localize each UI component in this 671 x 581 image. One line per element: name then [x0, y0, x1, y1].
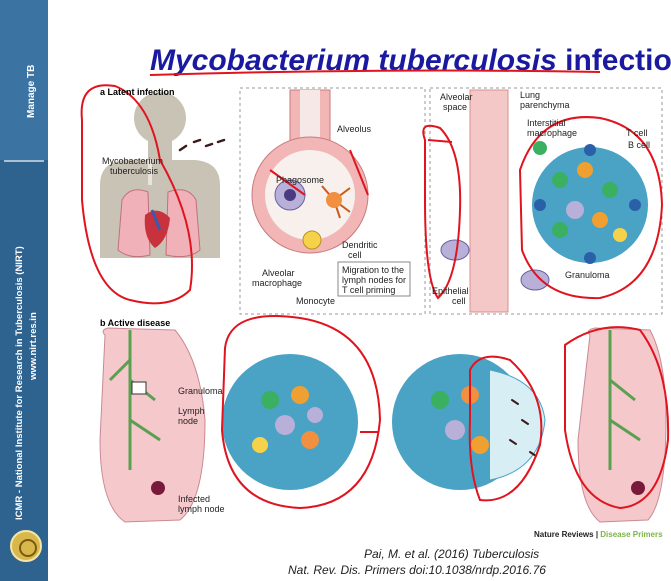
label-migration-line2: lymph nodes for	[342, 275, 406, 285]
label-epithelial-line1: Epithelial	[432, 286, 469, 296]
credit-journal: Nature Reviews	[534, 530, 594, 539]
label-lung-parenchyma-line2: parenchyma	[520, 100, 570, 110]
label-lymph-node-line1: Lymph	[178, 406, 205, 416]
citation-line2: Nat. Rev. Dis. Primers doi:10.1038/nrdp.…	[288, 563, 546, 577]
label-migration-line1: Migration to the	[342, 265, 404, 275]
label-monocyte: Monocyte	[296, 296, 335, 306]
label-interstitial-line2: macrophage	[527, 128, 577, 138]
label-migration-line3: T cell priming	[342, 285, 395, 295]
label-infected-lymph-line2: lymph node	[178, 504, 225, 514]
label-mycobacterium-line1: Mycobacterium	[102, 156, 163, 166]
label-granuloma-a: Granuloma	[565, 270, 610, 280]
label-lung-parenchyma-line1: Lung	[520, 90, 540, 100]
label-dendritic-line2: cell	[348, 250, 362, 260]
citation-line1: Pai, M. et al. (2016) Tuberculosis	[364, 547, 539, 561]
label-phagosome: Phagosome	[276, 175, 324, 185]
label-alveolar-space-line1: Alveolar	[440, 92, 473, 102]
label-lymph-node-line2: node	[178, 416, 198, 426]
label-t-cell: T cell	[626, 128, 647, 138]
label-alveolar-macrophage-line1: Alveolar	[262, 268, 295, 278]
label-interstitial-line1: Interstitial	[527, 118, 566, 128]
label-epithelial-line2: cell	[452, 296, 466, 306]
label-granuloma-b: Granuloma	[178, 386, 223, 396]
figure-credit: Nature Reviews | Disease Primers	[534, 530, 663, 539]
panel-b-heading: b Active disease	[100, 318, 170, 328]
label-b-cell: B cell	[628, 140, 650, 150]
label-alveolus: Alveolus	[337, 124, 371, 134]
panel-a-heading: a Latent infection	[100, 87, 175, 97]
label-alveolar-macrophage-line2: macrophage	[252, 278, 302, 288]
label-dendritic-line1: Dendritic	[342, 240, 378, 250]
credit-series: Disease Primers	[600, 530, 662, 539]
label-mycobacterium-line2: tuberculosis	[110, 166, 158, 176]
airborne-bacilli	[180, 140, 224, 150]
label-alveolar-space-line2: space	[443, 102, 467, 112]
label-infected-lymph-line1: Infected	[178, 494, 210, 504]
